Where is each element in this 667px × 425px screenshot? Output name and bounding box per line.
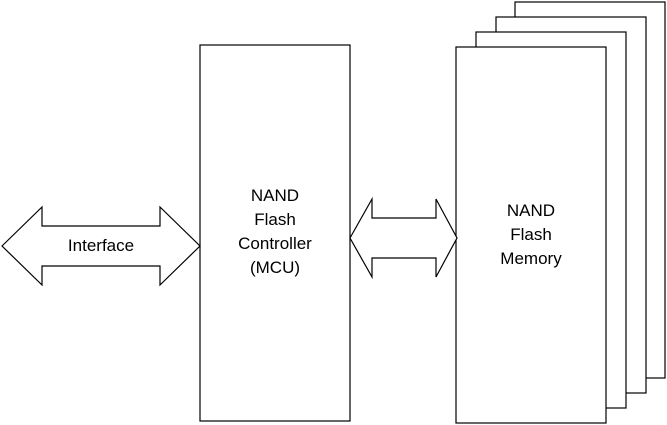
interface-label: Interface [42, 234, 160, 258]
memory-label-line: NAND [506, 201, 556, 220]
interface-double-arrow [1, 205, 201, 287]
memory-label: NAND Flash Memory [456, 199, 606, 271]
interface-label-text: Interface [67, 236, 135, 255]
controller-memory-double-arrow [349, 196, 458, 280]
controller-label-line: Flash [254, 210, 296, 229]
controller-label-line: Controller [238, 234, 312, 253]
memory-chip-front [455, 46, 607, 424]
memory-label-line: Memory [500, 249, 562, 268]
memory-label-line: Flash [510, 225, 552, 244]
controller-box [199, 44, 351, 422]
controller-label-line: (MCU) [249, 258, 301, 277]
controller-label: NAND Flash Controller (MCU) [200, 184, 350, 280]
controller-label-line: NAND [250, 186, 300, 205]
